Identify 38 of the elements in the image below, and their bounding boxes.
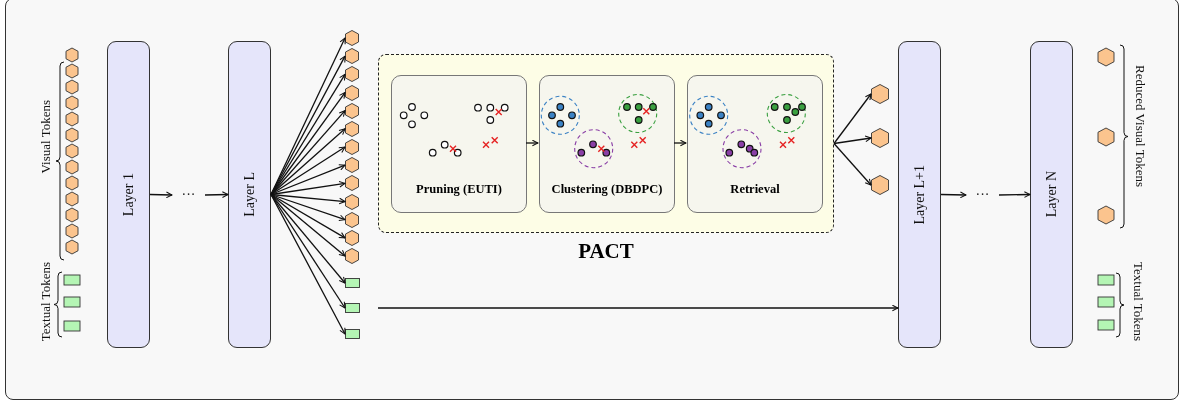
stage-label: Pruning (EUTI) (416, 182, 502, 196)
module-title: PACT (578, 239, 634, 263)
arrow (149, 191, 173, 199)
ellipsis-text: ··· (181, 187, 196, 203)
arrow (270, 193, 346, 222)
arrow (270, 193, 346, 205)
arrow (377, 304, 899, 312)
arrow (940, 191, 967, 199)
stage-panel (539, 75, 675, 213)
layer-block (1030, 41, 1073, 348)
layer-label: Layer L (241, 172, 258, 217)
token-group-label: Textual Tokens (38, 262, 54, 342)
ellipsis-text: ··· (975, 187, 990, 203)
layer-label: Layer L+1 (911, 164, 928, 225)
arrow (270, 164, 346, 196)
arrow (833, 135, 872, 145)
layer-block (107, 41, 150, 348)
arrow (998, 191, 1031, 198)
arrow (525, 139, 539, 147)
layer-block (898, 41, 941, 348)
token-group-label: Reduced Visual Tokens (1132, 65, 1148, 188)
arrow (270, 193, 346, 335)
layer-block (228, 41, 271, 348)
stage-label: Clustering (DBDPC) (551, 182, 663, 196)
arrow (270, 193, 346, 284)
arrow (833, 93, 872, 145)
layer-label: Layer N (1043, 171, 1060, 218)
arrow (833, 142, 872, 186)
stage-panel (687, 75, 823, 213)
arrow (270, 128, 346, 196)
layer-label: Layer 1 (120, 172, 137, 217)
arrow (270, 193, 346, 239)
stage-label: Retrieval (730, 182, 780, 196)
arrow (204, 191, 229, 198)
token-group-label: Visual Tokens (38, 100, 54, 174)
arrow (673, 139, 687, 147)
token-group-label: Textual Tokens (1130, 262, 1146, 342)
stage-panel (391, 75, 527, 213)
